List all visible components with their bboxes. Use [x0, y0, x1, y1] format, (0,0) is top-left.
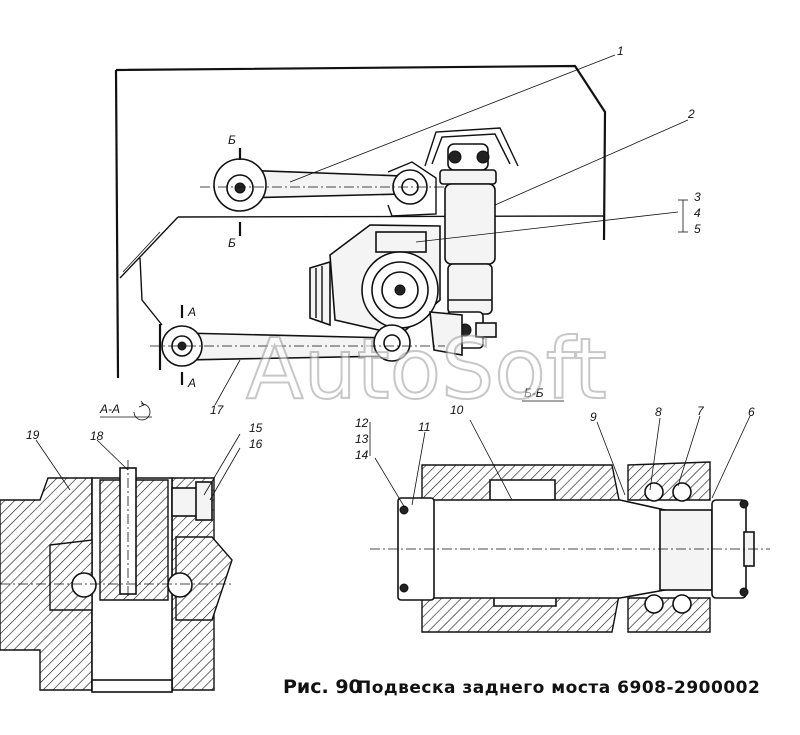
- upper-link-rod: [200, 158, 445, 217]
- axle-housing: [309, 224, 463, 356]
- leader-lines-top: [214, 54, 689, 406]
- figure-caption: Рис. 90 Подвеска заднего моста 6908-2900…: [283, 676, 760, 698]
- section-marks-a: А А: [180, 305, 196, 390]
- section-a-a-view: А-А 19 18 15 16: [0, 400, 263, 693]
- section-b-bottom-label: Б: [228, 236, 236, 250]
- label-11: 11: [418, 420, 430, 434]
- caption-title: Подвеска заднего моста 6908-2900002: [357, 678, 760, 698]
- section-a-a-title: А-А: [99, 402, 120, 416]
- section-marks-b: Б Б: [228, 133, 242, 250]
- label-3: 3: [694, 190, 701, 204]
- label-7: 7: [697, 404, 705, 418]
- section-b-b-title: Б-Б: [524, 386, 544, 400]
- section-a-top-label: А: [187, 305, 196, 319]
- section-b-top-label: Б: [228, 133, 236, 147]
- section-b-b-view: Б-Б 12 13 14 11 10 9 8 7: [355, 386, 770, 633]
- label-8: 8: [655, 405, 662, 419]
- label-2: 2: [687, 107, 695, 121]
- vehicle-frame-outline: [114, 64, 607, 379]
- label-4: 4: [694, 206, 701, 220]
- top-assembly-view: Б Б: [114, 44, 701, 417]
- label-10: 10: [450, 403, 464, 417]
- label-1: 1: [617, 44, 624, 58]
- label-6: 6: [748, 405, 755, 419]
- section-a-bottom-label: А: [187, 376, 196, 390]
- caption-figure-number: Рис. 90: [283, 676, 362, 698]
- lower-link-rod: [150, 324, 445, 370]
- watermark-text: AutoSoft: [246, 320, 607, 418]
- label-17: 17: [210, 403, 225, 417]
- label-14: 14: [355, 448, 369, 462]
- label-9: 9: [590, 410, 597, 424]
- label-12: 12: [355, 416, 369, 430]
- label-15: 15: [249, 421, 263, 435]
- label-18: 18: [90, 429, 104, 443]
- label-19: 19: [26, 428, 40, 442]
- label-5: 5: [694, 222, 701, 236]
- label-13: 13: [355, 432, 369, 446]
- label-16: 16: [249, 437, 263, 451]
